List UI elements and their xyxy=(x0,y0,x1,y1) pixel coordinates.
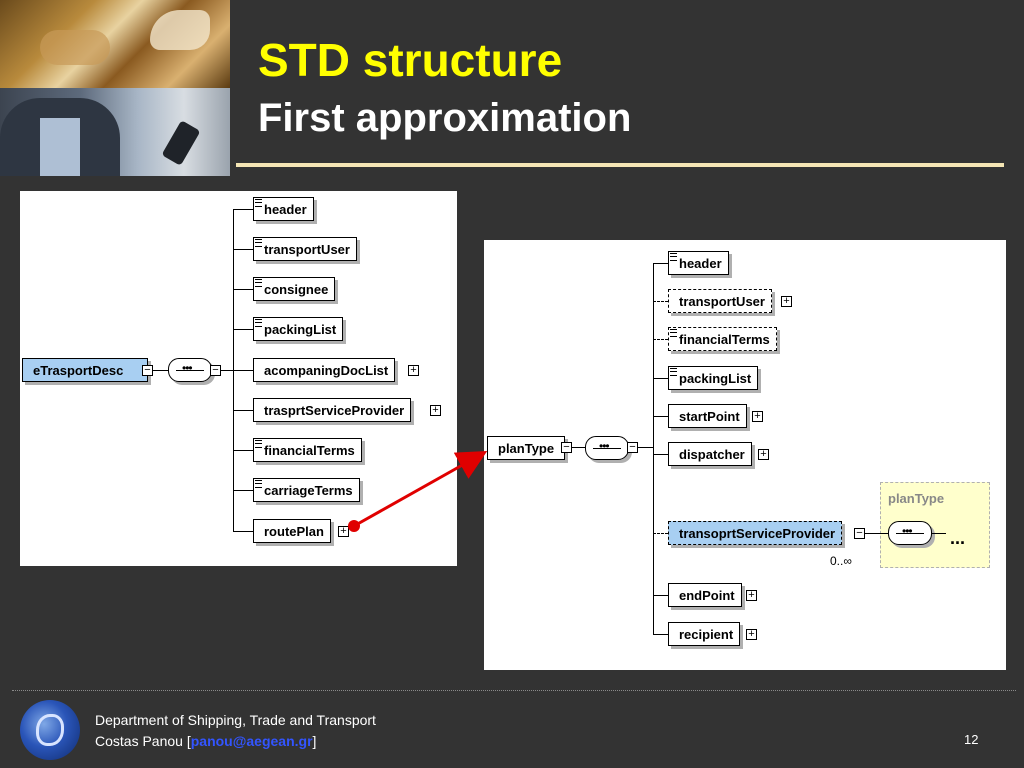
left-node-trasprtserviceprovider: trasprtServiceProvider xyxy=(253,398,412,422)
left-node-financialterms: financialTerms xyxy=(253,438,362,462)
right-node-financialterms: financialTerms xyxy=(668,327,777,351)
sequence-icon xyxy=(888,521,932,545)
right-node-dispatcher: dispatcher xyxy=(668,442,752,466)
left-node-packinglist: packingList xyxy=(253,317,344,341)
expand-icon[interactable]: + xyxy=(781,296,792,307)
title-underline xyxy=(236,163,1004,167)
ellipsis-text: ... xyxy=(950,528,966,548)
cardinality-label: 0..∞ xyxy=(830,554,852,568)
footer-divider xyxy=(12,690,1016,691)
expand-icon[interactable]: + xyxy=(338,526,349,537)
collapse-icon[interactable]: − xyxy=(627,442,638,453)
footer-author: Costas Panou [panou@aegean.gr] xyxy=(95,733,317,749)
right-node-transoprtserviceprovider: transoprtServiceProvider xyxy=(668,521,843,545)
right-node-packinglist: packingList xyxy=(668,366,759,390)
header-photo-meeting xyxy=(0,0,230,88)
expand-icon[interactable]: + xyxy=(408,365,419,376)
collapse-icon[interactable]: − xyxy=(210,365,221,376)
collapse-icon[interactable]: − xyxy=(854,528,865,539)
header-photo-businessman xyxy=(0,88,230,176)
left-node-transportuser: transportUser xyxy=(253,237,357,261)
expand-icon[interactable]: + xyxy=(746,590,757,601)
expand-icon[interactable]: + xyxy=(758,449,769,460)
root-label: eTrasportDesc xyxy=(33,363,124,378)
author-email-link[interactable]: panou@aegean.gr xyxy=(190,733,313,749)
root-label: planType xyxy=(498,441,555,456)
right-node-header: header xyxy=(668,251,729,275)
footer-department: Department of Shipping, Trade and Transp… xyxy=(95,712,376,728)
left-node-routeplan: routePlan xyxy=(253,519,331,543)
sequence-icon xyxy=(168,358,212,382)
collapse-icon[interactable]: − xyxy=(142,365,153,376)
right-node-endpoint: endPoint xyxy=(668,583,742,607)
root-node: eTrasportDesc xyxy=(22,358,148,382)
slide-subtitle: First approximation xyxy=(258,96,632,140)
left-node-acompaningdoclist: acompaningDocList xyxy=(253,358,396,382)
left-node-consignee: consignee xyxy=(253,277,336,301)
expand-icon[interactable]: + xyxy=(430,405,441,416)
university-seal-icon xyxy=(20,700,80,760)
right-node-startpoint: startPoint xyxy=(668,404,747,428)
root-node: planType xyxy=(487,436,565,460)
arrow-origin-dot xyxy=(348,520,360,532)
expand-icon[interactable]: + xyxy=(752,411,763,422)
right-node-recipient: recipient xyxy=(668,622,741,646)
page-number: 12 xyxy=(964,732,979,747)
expand-icon[interactable]: + xyxy=(746,629,757,640)
sequence-icon xyxy=(585,436,629,460)
collapse-icon[interactable]: − xyxy=(561,442,572,453)
left-schema-diagram: eTrasportDesc − − header transportUser c… xyxy=(20,191,457,566)
right-node-transportuser: transportUser xyxy=(668,289,772,313)
right-schema-diagram: planType − − header transportUser + fina… xyxy=(484,240,1006,670)
referenced-type-label: planType xyxy=(888,491,945,506)
slide-title: STD structure xyxy=(258,34,563,86)
left-node-header: header xyxy=(253,197,314,221)
left-node-carriageterms: carriageTerms xyxy=(253,478,360,502)
